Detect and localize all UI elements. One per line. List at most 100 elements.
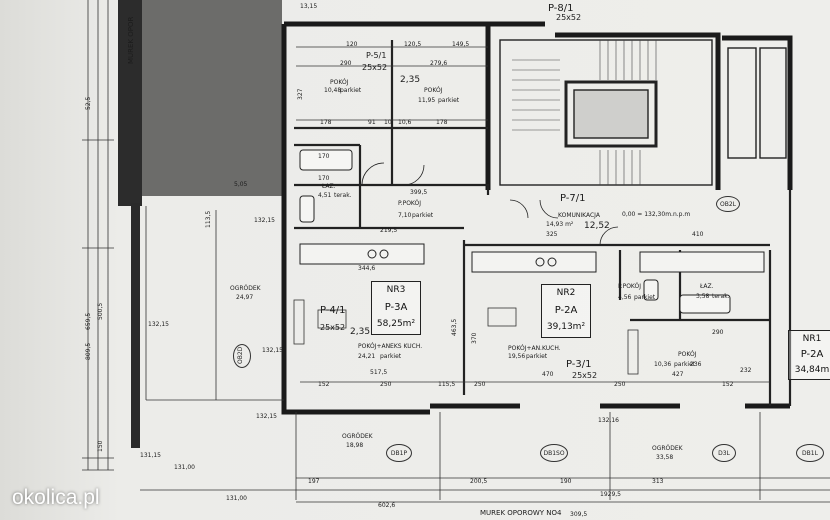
column-mark-height: 2,35 [400, 75, 421, 85]
room-floor: parkiet [340, 87, 362, 94]
dimension: 410 [692, 231, 704, 238]
apartment-nr: NR1 [802, 334, 822, 344]
room-area: 4,51 [318, 192, 332, 199]
room-area: 10,36 [654, 361, 672, 368]
dimension: 500,5 [97, 302, 104, 320]
corridor-level: 12,52 [584, 221, 610, 231]
dimension: 170 [318, 153, 330, 160]
elevation: 132,15 [148, 321, 169, 328]
bathroom-fixtures [299, 149, 731, 314]
left-dimension-lines [82, 0, 114, 471]
dimension: 232 [740, 367, 752, 374]
room-area: 19,56 [508, 353, 526, 360]
dimension: 250 [474, 381, 486, 388]
marker-ob2l: OB2L [716, 196, 740, 212]
garden-label: OGRÓDEK [230, 285, 261, 292]
column-mark-height: 2,35 [350, 327, 371, 337]
dimension: 170 [318, 175, 330, 182]
room-label: POKÓJ+AN.KUCH. [508, 345, 561, 352]
column-mark-size: 25x52 [556, 13, 582, 22]
left-wall [131, 203, 140, 448]
room-label: ŁAZ. [700, 283, 714, 290]
room-floor: parkiet [438, 97, 460, 104]
room-floor: parkiet [674, 361, 696, 368]
column-mark: P-3/1 [566, 359, 592, 370]
room-area: 4,56 [618, 294, 632, 301]
column-mark-size: 25x52 [320, 323, 346, 332]
left-wall-label: MUREK OPOR [127, 16, 135, 64]
room-area: 10,48 [324, 87, 342, 94]
room-area: 7,10 [398, 212, 412, 219]
garden-area: 18,98 [346, 442, 364, 449]
elevation: 132,15 [262, 347, 283, 354]
room-floor: parkiet [412, 212, 434, 219]
marker-db1l: DB1L [796, 444, 824, 462]
corridor-label: KOMUNIKACJA [558, 212, 600, 219]
dimension: 463,5 [451, 318, 458, 336]
dimension: 602,6 [378, 502, 396, 509]
kitchen-counters [299, 243, 765, 273]
apartment-code: P-2A [554, 305, 578, 316]
dimension: 370 [471, 332, 478, 344]
dimension: 344,6 [358, 265, 376, 272]
dimension: 10 [384, 119, 392, 126]
bottom-wall-label: MUREK OPOROWY NO4 [480, 509, 562, 517]
column-mark-size: 25x52 [572, 371, 598, 380]
dimension: 120 [346, 41, 358, 48]
dimension: 13,15 [300, 3, 318, 10]
room-area: 3,58 [696, 293, 710, 300]
dimension: 325 [546, 231, 558, 238]
inner-walls [294, 40, 792, 406]
dimension: 1929,5 [600, 491, 621, 498]
apartment-box-nr2: NR2 P-2A 39,13m² [541, 284, 591, 338]
apartment-code: P-3A [384, 302, 408, 313]
room-floor: parkiet [380, 353, 402, 360]
shaded-slab [142, 0, 282, 196]
stair-treads [512, 40, 657, 185]
dimension: 113,5 [205, 210, 212, 228]
dimension: 52,5 [85, 96, 92, 110]
column-mark-size: 25x52 [362, 63, 388, 72]
dimension: 190 [560, 478, 572, 485]
dimension: 149,5 [452, 41, 470, 48]
dimension: 120,5 [404, 41, 422, 48]
apartment-box-nr1: NR1 P-2A 34,84m [788, 330, 830, 380]
garden-label: OGRÓDEK [652, 445, 683, 452]
dimension: 178 [320, 119, 332, 126]
apartment-area: 34,84m [794, 365, 830, 375]
room-floor: terak. [334, 192, 352, 199]
dimension: 115,5 [438, 381, 456, 388]
dimension: 659,5 [85, 312, 92, 330]
room-label: POKÓJ [330, 79, 349, 86]
room-area: 24,21 [358, 353, 376, 360]
marker-db1p: DB1P [386, 444, 412, 462]
stair-core [499, 39, 787, 186]
dimension: 250 [614, 381, 626, 388]
garden-label: OGRÓDEK [342, 433, 373, 440]
apartment-code: P-2A [800, 349, 824, 360]
marker-ob2d: OB2D [233, 344, 251, 368]
marker-db1so: DB1SO [540, 444, 568, 462]
room-label: POKÓJ [424, 87, 443, 94]
dimension: 197 [308, 478, 320, 485]
dimension: 250 [380, 381, 392, 388]
elevation: 5,05 [234, 181, 248, 188]
bottom-dimension-lines [296, 46, 830, 503]
dimension: 290 [712, 329, 724, 336]
apartment-area: 58,25m² [376, 319, 416, 329]
apartment-nr: NR3 [386, 285, 406, 295]
marker-d3l: D3L [712, 444, 736, 462]
room-label: P.POKÓJ [398, 200, 422, 207]
room-label: POKÓJ [678, 351, 697, 358]
apartment-nr: NR2 [556, 288, 576, 298]
watermark: okolica.pl [12, 486, 100, 509]
elevation: 131,00 [174, 464, 195, 471]
dimension: 309,5 [570, 511, 588, 518]
dimension: 178 [436, 119, 448, 126]
marker-ob2d-text: OB2D [237, 346, 244, 364]
retaining-wall [118, 0, 142, 206]
level-reference: 0,00 = 132,30m.n.p.m [622, 211, 691, 218]
elevation: 131,00 [226, 495, 247, 502]
